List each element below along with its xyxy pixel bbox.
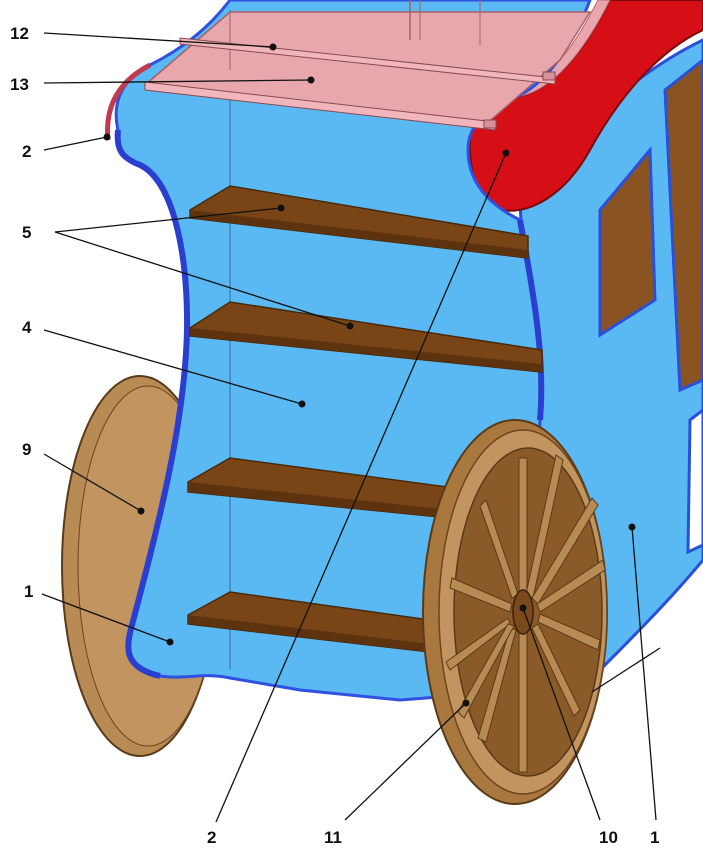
canopy <box>143 0 592 131</box>
callout-11: 11 <box>324 828 342 847</box>
callout-labels: 12 13 2 5 4 9 1 2 11 10 1 <box>10 24 659 847</box>
callout-12: 12 <box>10 24 29 43</box>
shelves <box>187 185 543 653</box>
callout-9: 9 <box>22 440 31 459</box>
side-window <box>663 58 703 393</box>
front-wheel <box>422 419 608 805</box>
callout-4: 4 <box>22 318 32 337</box>
callout-2-bottom: 2 <box>207 828 216 847</box>
callout-5: 5 <box>22 223 31 242</box>
callout-10: 10 <box>599 828 618 847</box>
front-window <box>598 146 657 338</box>
roof-plank-13 <box>144 81 496 131</box>
wheel-spokes <box>445 454 606 773</box>
callout-1-left: 1 <box>24 582 33 601</box>
callout-13: 13 <box>10 75 29 94</box>
leader-lines <box>41 32 661 823</box>
callout-1-bottom: 1 <box>650 828 659 847</box>
callout-2-left: 2 <box>22 142 31 161</box>
